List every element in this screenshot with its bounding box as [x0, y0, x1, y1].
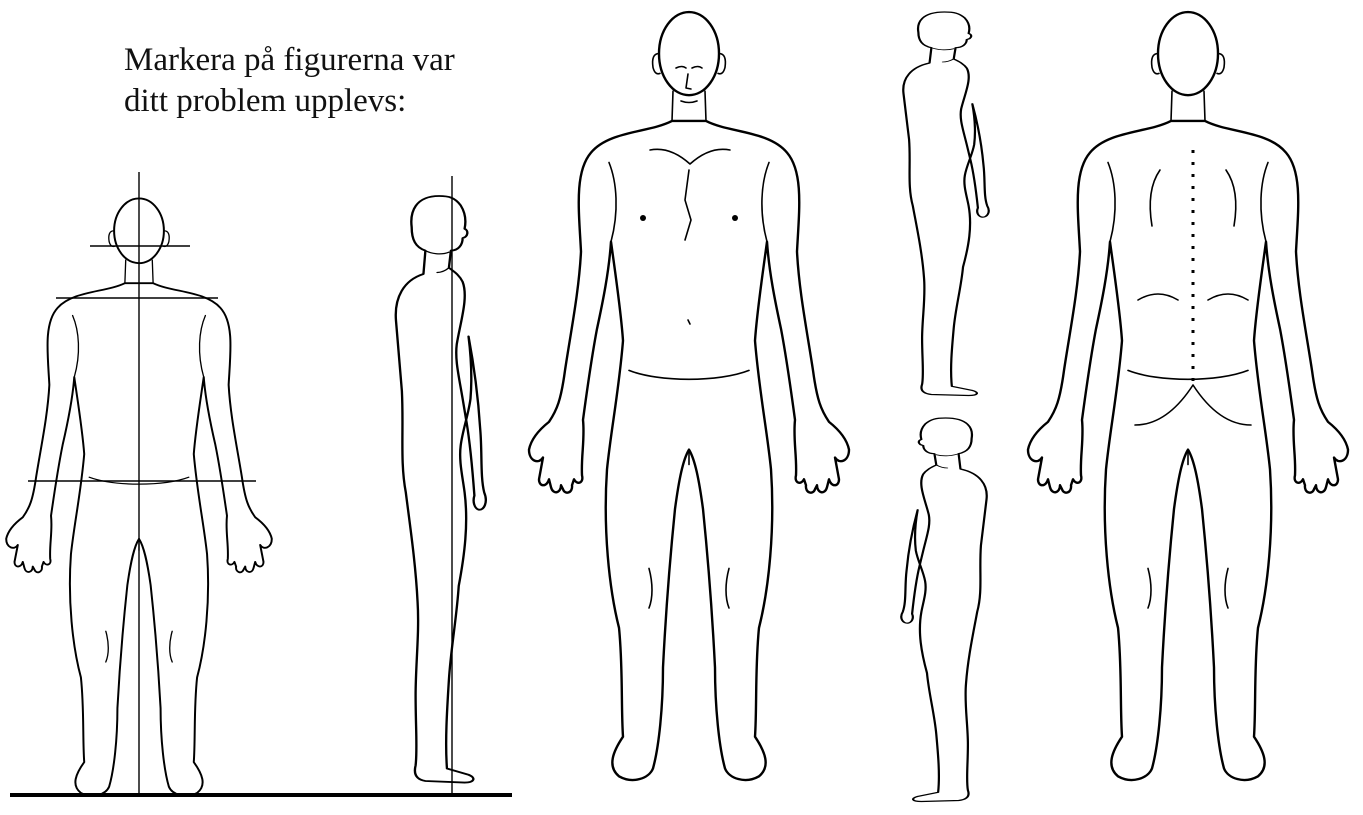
- side-view-left: [901, 418, 986, 802]
- nipple-left: [640, 215, 646, 221]
- posture-side-view: [396, 176, 486, 795]
- face-mouth: [681, 101, 697, 103]
- posture-back-view: [6, 172, 272, 796]
- front-view: [529, 12, 849, 780]
- side-view-right: [903, 12, 988, 396]
- nipple-right: [732, 215, 738, 221]
- back-view: [1028, 12, 1348, 780]
